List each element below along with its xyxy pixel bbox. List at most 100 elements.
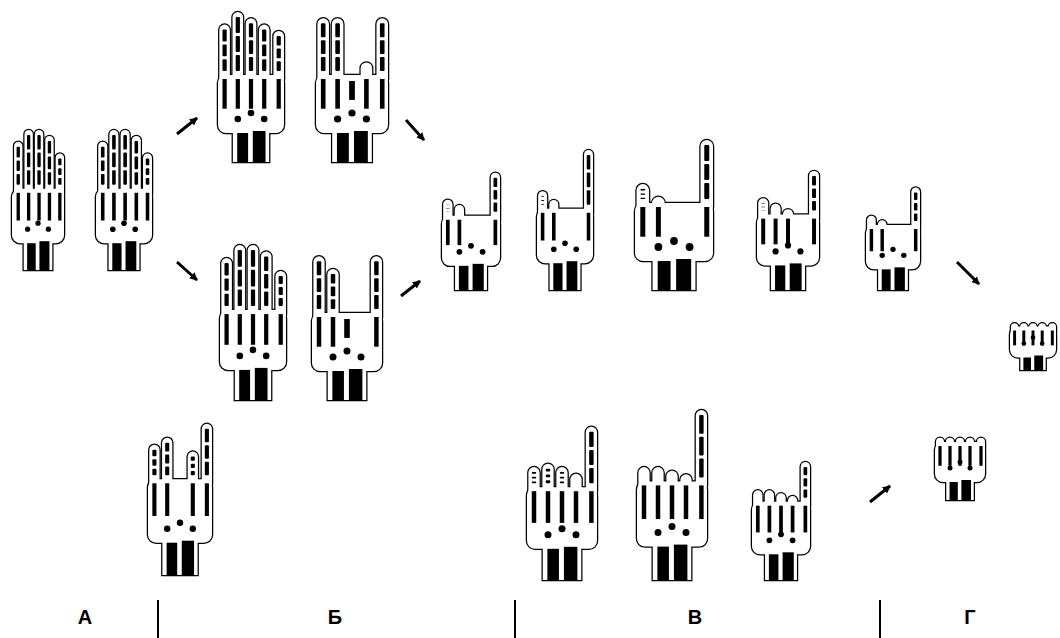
phalanx-bone <box>165 443 169 452</box>
carpal-bone <box>669 523 676 530</box>
phalanx-bone <box>541 196 545 198</box>
forearm-bone <box>27 243 36 270</box>
phalanx-bone <box>238 250 242 267</box>
phalanx-bone <box>948 441 951 442</box>
metacarpal-bone <box>870 229 873 251</box>
hand-outline <box>233 123 269 162</box>
phalanx-bone <box>101 174 105 185</box>
phalanx-bone <box>58 168 61 175</box>
phalanx-bone <box>152 450 156 457</box>
metacarpal-bone <box>670 485 674 519</box>
hand-outline <box>143 154 152 199</box>
phalanx-bone <box>560 481 564 483</box>
phalanx-bone <box>642 477 646 478</box>
phalanx-bone <box>494 202 498 211</box>
carpal-bone <box>121 220 127 226</box>
hand-outline <box>56 154 64 199</box>
phalanx-bone <box>670 477 674 478</box>
phalanx-bone <box>264 292 268 307</box>
hand-fill <box>771 255 805 290</box>
metacarpal-bone <box>640 207 645 237</box>
phalanx-bone <box>262 44 266 56</box>
metacarpal-bone <box>191 483 195 516</box>
phalanx-bone <box>146 168 150 175</box>
phalanx-bone <box>587 155 591 170</box>
metacarpal-bone <box>938 446 941 466</box>
metacarpal-bone <box>589 491 593 523</box>
stage-label: В <box>688 607 702 627</box>
metacarpal-bone <box>684 485 688 519</box>
metacarpal-bone <box>546 491 550 523</box>
hand-fill <box>327 269 338 323</box>
phalanx-bone <box>804 467 808 475</box>
phalanx-bone <box>779 499 783 500</box>
metacarpal-bone <box>914 229 917 251</box>
hand-fill <box>376 18 388 85</box>
hand-outline <box>149 445 159 490</box>
hand-fill <box>801 462 810 512</box>
phalanx-bone <box>112 170 116 185</box>
phalanx-bone <box>446 204 450 205</box>
phalanx-bone <box>1041 328 1044 329</box>
carpal-bone <box>573 246 579 252</box>
hand-outline <box>121 130 130 199</box>
forearm-bone <box>783 552 794 580</box>
metacarpal-bone <box>364 79 369 109</box>
hand-fill <box>809 171 819 225</box>
phalanx-bone <box>335 23 340 37</box>
phalanx-bone <box>123 170 127 185</box>
hand-fill <box>259 25 270 85</box>
hand-outline <box>327 269 338 323</box>
metacarpal-bone <box>264 314 268 345</box>
phalanx-bone <box>27 153 30 168</box>
hand-fill <box>235 245 246 320</box>
hand-outline <box>162 533 197 575</box>
hand-group <box>12 12 1056 580</box>
hand-figure <box>637 410 707 580</box>
phalanx-bone <box>1013 326 1016 327</box>
arrow <box>177 262 197 280</box>
phalanx-bone <box>17 147 20 158</box>
metacarpal-bone <box>349 81 355 100</box>
hand-outline <box>235 245 246 320</box>
phalanx-bone <box>165 455 169 464</box>
hand-figure <box>866 187 920 290</box>
phalanx-bone <box>870 221 873 222</box>
phalanx-bone <box>587 190 591 205</box>
phalanx-bone <box>756 498 760 499</box>
phalanx-bone <box>317 261 321 275</box>
phalanx-bone <box>670 478 674 479</box>
hand-fill <box>132 136 141 199</box>
hand-fill <box>24 130 32 199</box>
hand-outline <box>550 253 581 290</box>
phalanx-bone <box>364 71 369 72</box>
hand-outline <box>233 12 244 85</box>
carpal-bone <box>968 466 973 471</box>
carpal-bone <box>263 353 270 360</box>
hand-outline <box>273 31 284 85</box>
hand-fill <box>24 233 53 270</box>
forearm-bone <box>1023 358 1031 371</box>
phalanx-bone <box>804 489 808 497</box>
phalanx-bone <box>546 475 550 478</box>
hand-outline <box>317 18 329 85</box>
metacarpal-bone <box>123 193 127 221</box>
carpal-bone <box>480 249 486 255</box>
divider-lines <box>158 600 880 638</box>
phalanx-bone <box>152 469 156 476</box>
phalanx-bone <box>494 178 498 187</box>
carpal-bone <box>545 531 552 538</box>
metacarpal-bone <box>804 506 808 533</box>
hand-fill <box>162 438 172 490</box>
phalanx-bone <box>205 462 209 475</box>
carpal-bone <box>261 116 268 123</box>
stage-label: Б <box>328 607 342 627</box>
hand-outline <box>235 360 271 400</box>
phalanx-bone <box>191 471 195 475</box>
phalanx-bone <box>704 183 709 199</box>
hand-outline <box>801 462 810 512</box>
forearm-bone <box>253 131 266 162</box>
hand-figure <box>96 130 152 270</box>
hand-outline <box>878 259 908 290</box>
phalanx-bone <box>146 159 150 166</box>
